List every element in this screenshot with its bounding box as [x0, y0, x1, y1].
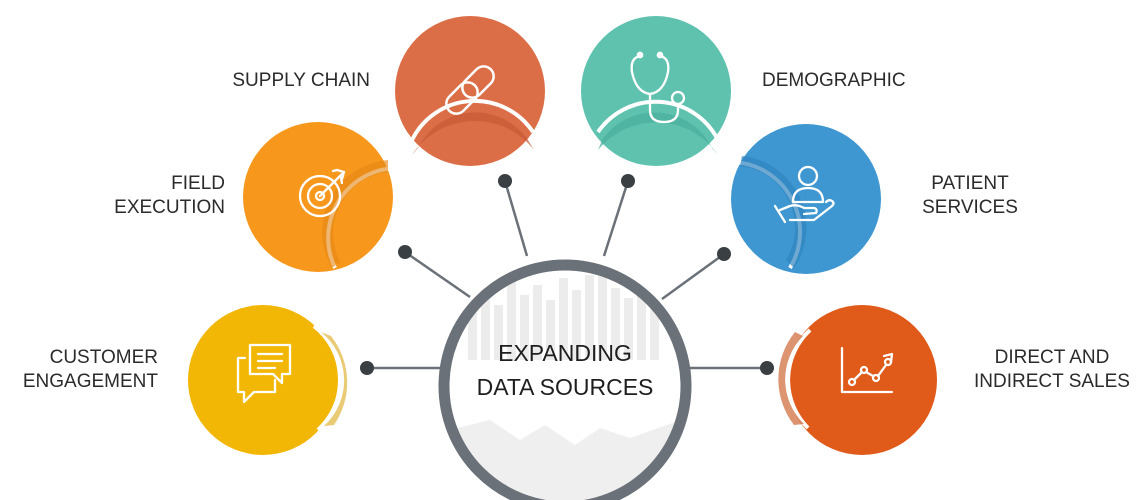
label-line: DIRECT AND [994, 347, 1110, 368]
node-direct-indirect-sales[interactable] [778, 305, 937, 455]
connector-demographic [602, 180, 630, 257]
hand-person-icon [773, 165, 835, 224]
label-demographic: DEMOGRAPHIC [762, 69, 982, 93]
line-chart-icon [840, 346, 894, 394]
label-line: INDIRECT SALES [974, 371, 1130, 392]
center-title-line2: DATA SOURCES [476, 374, 654, 400]
label-field-execution: FIELD EXECUTION [60, 172, 225, 220]
center-title: EXPANDING DATA SOURCES [430, 336, 700, 404]
label-customer-engagement: CUSTOMER ENGAGEMENT [0, 346, 158, 394]
chat-bubbles-icon [236, 343, 292, 404]
hub-background-graphic [449, 270, 681, 500]
label-line: PATIENT [931, 173, 1009, 194]
stethoscope-icon [630, 51, 686, 124]
node-patient-services[interactable] [731, 124, 881, 274]
connector-dots [360, 174, 774, 375]
center-hub [438, 259, 692, 500]
label-line: EXECUTION [114, 197, 225, 218]
node-supply-chain[interactable] [395, 16, 545, 166]
connectors [367, 180, 767, 370]
dot-supply-chain [498, 174, 512, 188]
node-demographic[interactable] [581, 16, 731, 166]
connector-supply-chain [503, 180, 529, 257]
label-supply-chain: SUPPLY CHAIN [150, 69, 370, 93]
label-line: ENGAGEMENT [22, 371, 158, 392]
dot-customer-engagement [360, 361, 374, 375]
dot-field-execution [398, 245, 412, 259]
label-line: SERVICES [922, 197, 1018, 218]
connector-patient-services [661, 252, 725, 301]
label-line: SUPPLY CHAIN [232, 70, 370, 91]
label-patient-services: PATIENT SERVICES [895, 172, 1045, 220]
chain-link-icon [445, 65, 495, 115]
connector-field-execution [404, 250, 471, 299]
target-arrow-icon [298, 168, 346, 218]
label-line: DEMOGRAPHIC [762, 70, 906, 91]
dot-direct-indirect-sales [760, 361, 774, 375]
label-line: CUSTOMER [49, 347, 158, 368]
dot-patient-services [717, 247, 731, 261]
dot-demographic [621, 174, 635, 188]
label-direct-indirect-sales: DIRECT AND INDIRECT SALES [962, 346, 1142, 394]
node-customer-engagement[interactable] [188, 305, 348, 455]
label-line: FIELD [171, 173, 225, 194]
center-title-line1: EXPANDING [498, 340, 632, 366]
node-field-execution[interactable] [243, 122, 396, 272]
